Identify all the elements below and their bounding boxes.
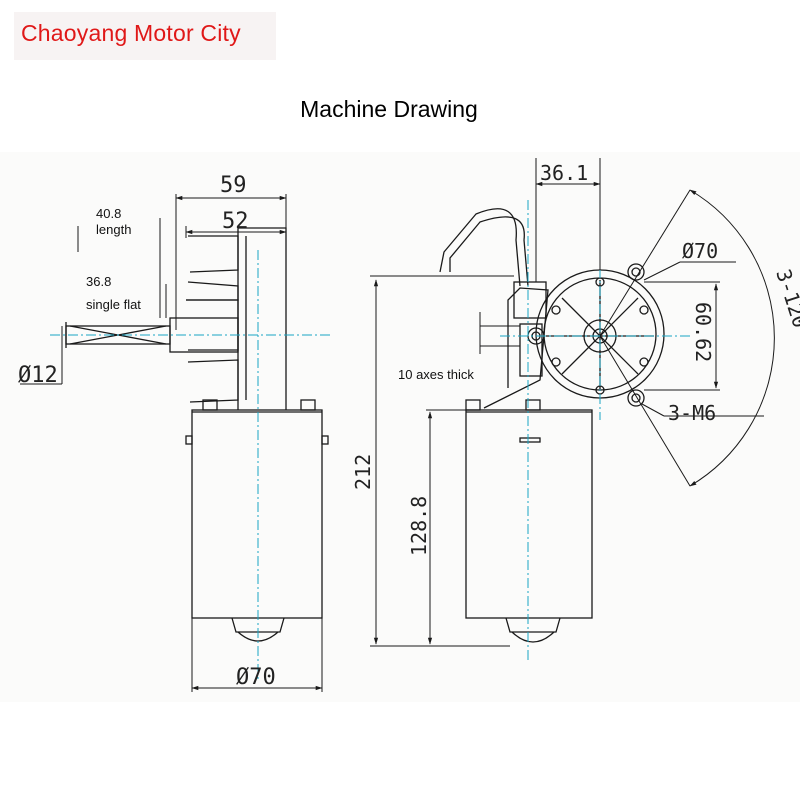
front-view [439,208,665,643]
dim-59: 59 [220,173,247,198]
shaft-length-annotation: 40.8 length [96,206,131,237]
dim-body-height: 128.8 [407,496,431,556]
motor-body-side [191,409,323,619]
dim-body-dia: Ø70 [236,665,276,690]
shaft-length-value: 40.8 [96,206,122,221]
dims-left [20,194,323,692]
dim-shaft-dia: Ø12 [18,363,58,388]
flat-annotation: 36.8 single flat [86,270,141,317]
centerlines-left [50,250,330,680]
drawing-area [0,152,800,702]
flat-label: single flat [86,297,141,313]
dim-angle: 3-120° [771,266,800,342]
axes-thick-annotation: 10 axes thick [398,367,474,382]
brand-banner [14,12,276,60]
shaft-length-label: length [96,221,132,237]
dim-52: 52 [222,209,249,234]
centerlines-right [500,200,690,660]
side-view [65,227,329,642]
dims-right [370,158,775,647]
page-title: Machine Drawing [300,96,478,122]
dim-offset: 36.1 [540,161,588,185]
dim-flange-dia: Ø70 [682,239,718,263]
brand-name: Chaoyang Motor City [21,20,241,46]
dim-holes: 3-M6 [668,401,716,425]
dim-total-height: 212 [351,454,375,490]
flat-value: 36.8 [86,274,112,289]
motor-body-front [465,409,593,619]
dim-bolt-circle: 60.62 [691,302,715,362]
